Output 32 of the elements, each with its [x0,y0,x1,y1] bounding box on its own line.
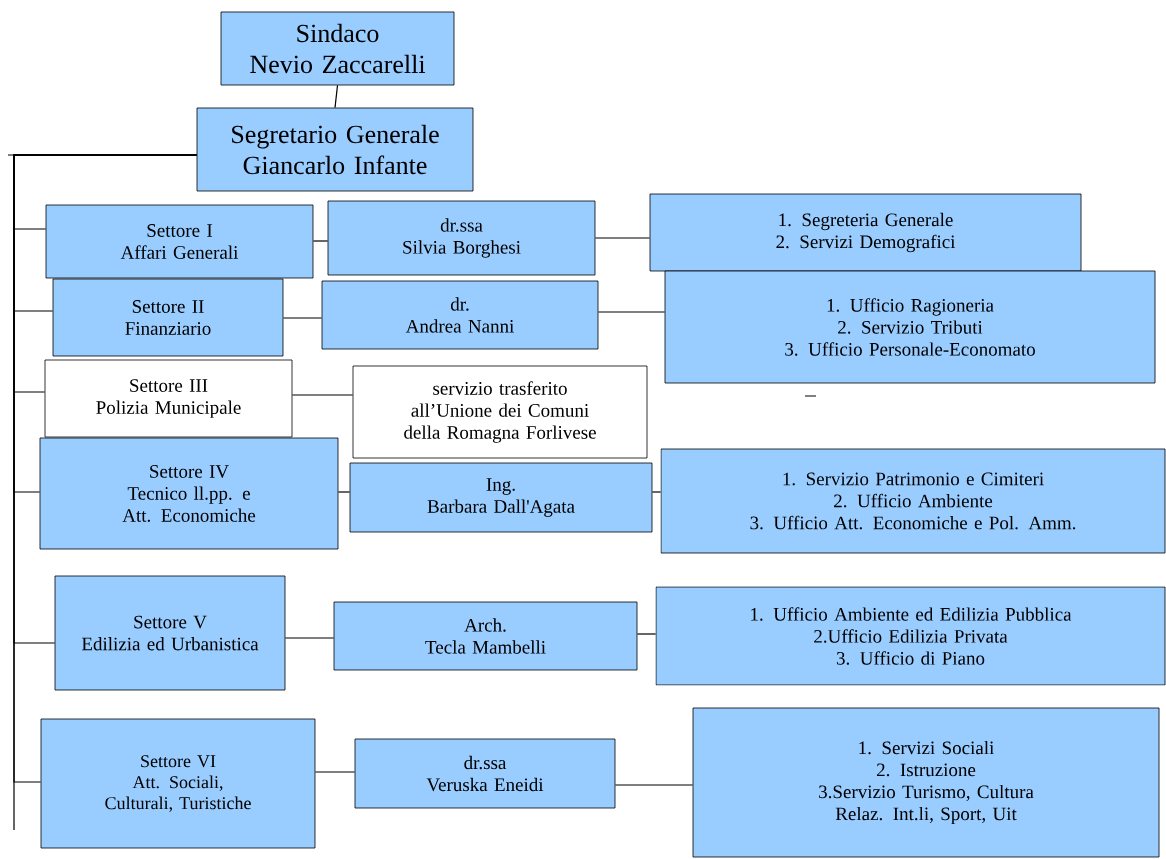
org-box: 1. Segreteria Generale 2. Servizi Demografici [649,193,1082,272]
connector-line [282,317,323,319]
connector-line [13,154,198,783]
connector-line [594,237,651,239]
org-box: dr.ssa Silvia Borghesi [327,200,596,276]
connector-line [334,84,339,109]
connector-line [337,491,351,493]
connector-line [284,637,335,639]
connector-line [312,240,329,242]
mayor-box: Sindaco Nevio Zaccarelli [220,11,455,86]
org-box: Settore IV Tecnico ll.pp. e Att. Economiche [39,437,339,550]
org-box: 1. Servizio Patrimonio e Cimiteri 2. Ufficio Ambiente 3. Ufficio Att. Economiche e Pol. Amm. [660,448,1166,554]
connector-line [291,394,354,396]
org-box: 1. Ufficio Ragioneria 2. Servizio Tributi 3. Ufficio Personale-Economato [664,270,1156,384]
connector-line [597,311,666,313]
org-box: dr.ssa Veruska Eneidi [354,738,616,809]
connector-line [614,784,694,786]
org-box: Settore II Finanziario [52,278,284,357]
connector-line [636,633,657,635]
org-box: Settore I Affari Generali [45,204,314,279]
org-box: Settore III Polizia Municipale [44,359,293,438]
connector-line [314,771,356,773]
org-box: Arch. Tecla Mambelli [333,601,638,671]
org-box: 1. Servizi Sociali 2. Istruzione 3.Servizio Turismo, Cultura Relaz. Int.li, Sport, Uit [692,707,1160,858]
connector-line [651,491,662,493]
org-box: Settore VI Att. Sociali, Culturali, Turistiche [40,718,316,849]
secretary-box: Segretario Generale Giancarlo Infante [196,107,474,192]
org-box: 1. Ufficio Ambiente ed Edilizia Pubblica 2.Ufficio Edilizia Privata 3. Ufficio di Piano [655,586,1166,686]
org-box: Settore V Edilizia ed Urbanistica [54,575,286,691]
org-box: servizio trasferito all’Unione dei Comuni della Romagna Forlivese [352,365,648,459]
org-box: dr. Andrea Nanni [321,280,599,350]
org-box: Ing. Barbara Dall'Agata [349,462,653,533]
